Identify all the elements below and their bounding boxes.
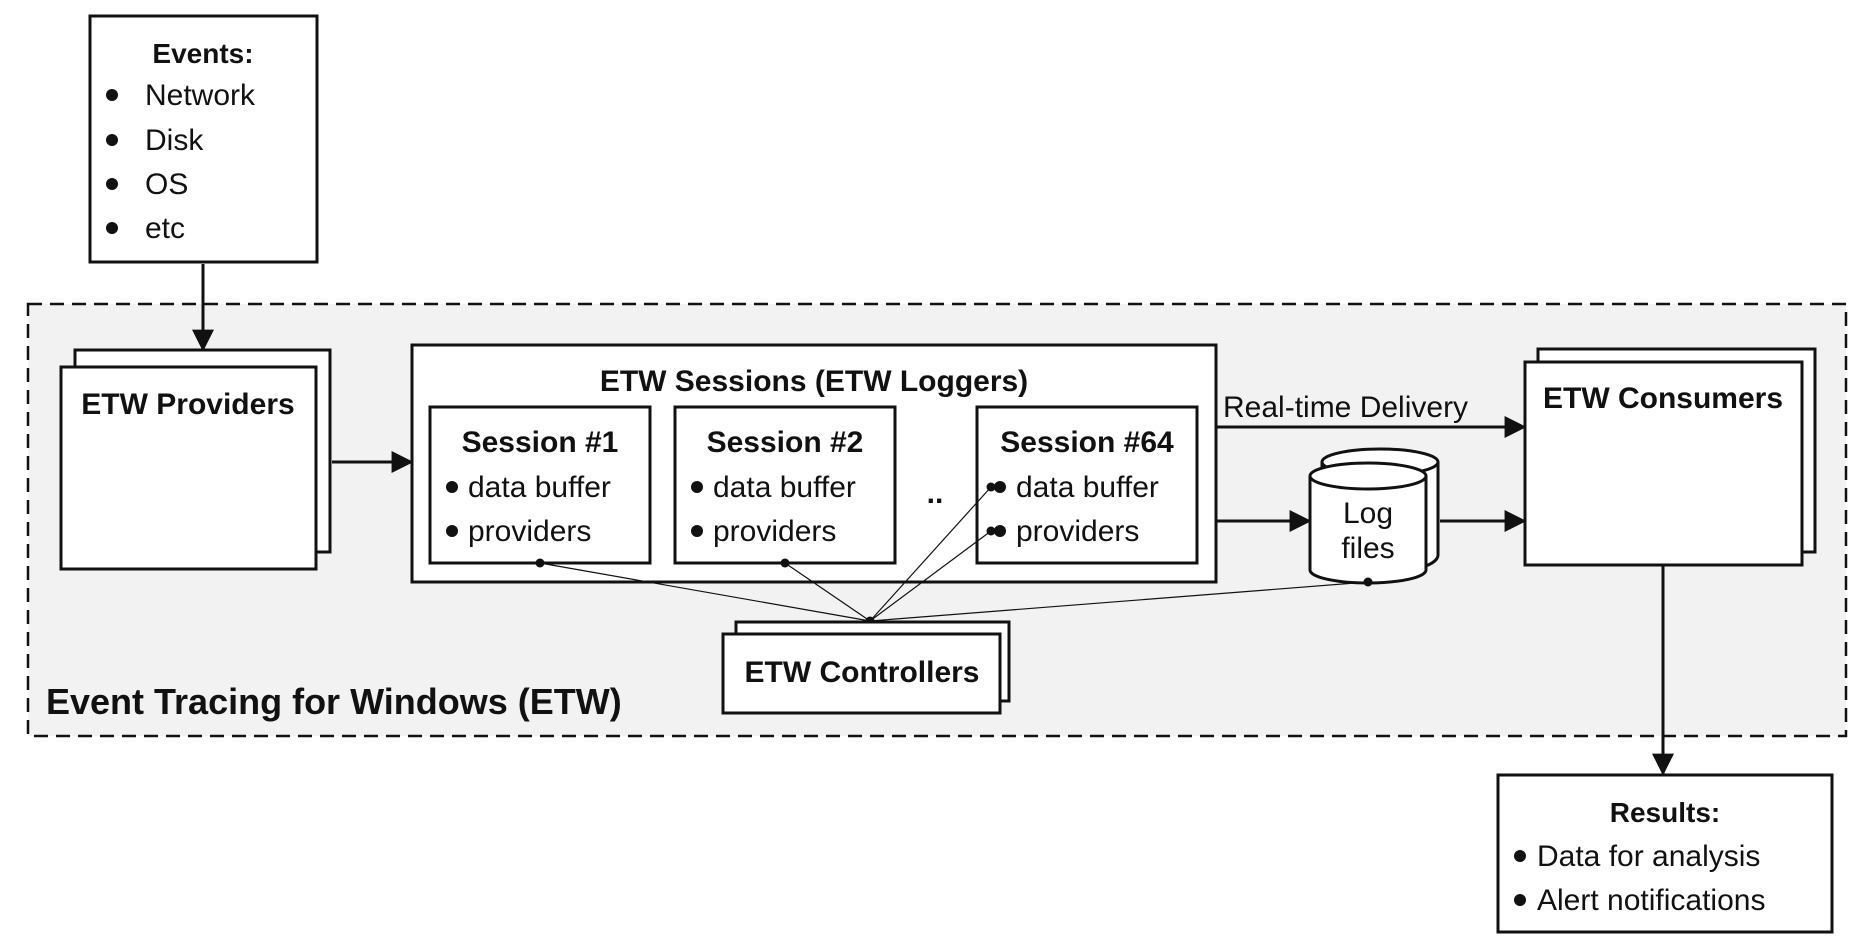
bullet-dot xyxy=(691,481,703,493)
bullet-dot xyxy=(106,222,118,234)
controller-to-session-2-line xyxy=(784,562,871,622)
session-64-box: Session #64 data buffer providers xyxy=(975,405,1199,565)
junction-dot xyxy=(986,526,996,536)
events-item-etc: etc xyxy=(145,212,185,245)
results-item-alert-notifications: Alert notifications xyxy=(1537,884,1765,917)
session-2-title: Session #2 xyxy=(707,426,864,459)
etw-providers-box: ETW Providers xyxy=(59,348,332,571)
session-2-box: Session #2 data buffer providers xyxy=(673,405,897,565)
etw-sessions-title: ETW Sessions (ETW Loggers) xyxy=(600,365,1028,398)
sessions-ellipsis: .. xyxy=(927,477,944,510)
etw-providers-label: ETW Providers xyxy=(81,388,294,421)
etw-region-label: Event Tracing for Windows (ETW) xyxy=(46,681,622,722)
events-item-os: OS xyxy=(145,168,188,201)
junction-dot xyxy=(986,482,996,492)
junction-dot xyxy=(1363,577,1373,587)
bullet-dot xyxy=(1514,850,1526,862)
controller-to-session-1-line xyxy=(539,562,871,622)
etw-consumers-label: ETW Consumers xyxy=(1543,382,1783,415)
log-files-label-line2: files xyxy=(1341,532,1394,565)
session-64-providers: providers xyxy=(1016,515,1139,548)
results-box: Results: Data for analysis Alert notific… xyxy=(1496,773,1834,934)
junction-dot xyxy=(780,558,790,568)
session-1-providers: providers xyxy=(468,515,591,548)
session-1-data-buffer: data buffer xyxy=(468,471,611,504)
log-files-storage: Log files xyxy=(1308,447,1440,585)
bullet-dot xyxy=(106,134,118,146)
realtime-delivery-label: Real-time Delivery xyxy=(1223,391,1468,424)
bullet-dot xyxy=(691,525,703,537)
session-2-data-buffer: data buffer xyxy=(713,471,856,504)
bullet-dot xyxy=(446,481,458,493)
bullet-dot xyxy=(106,89,118,101)
events-item-disk: Disk xyxy=(145,124,204,157)
events-title: Events: xyxy=(152,38,253,69)
events-box: Events: Network Disk OS etc xyxy=(88,14,319,264)
bullet-dot xyxy=(994,525,1006,537)
junction-dot xyxy=(535,558,545,568)
events-item-network: Network xyxy=(145,79,256,112)
results-title: Results: xyxy=(1610,797,1720,828)
controller-to-logfiles-line xyxy=(869,581,1369,622)
bullet-dot xyxy=(1514,894,1526,906)
controller-connections xyxy=(535,482,1373,626)
etw-consumers-box: ETW Consumers xyxy=(1523,347,1817,567)
bullet-dot xyxy=(446,525,458,537)
etw-sessions-box: ETW Sessions (ETW Loggers) Session #1 da… xyxy=(410,343,1218,584)
results-item-data-for-analysis: Data for analysis xyxy=(1537,840,1760,873)
session-2-providers: providers xyxy=(713,515,836,548)
session-1-title: Session #1 xyxy=(462,426,619,459)
bullet-dot xyxy=(106,178,118,190)
controller-to-session-64-providers-line xyxy=(869,530,992,622)
log-files-label-line1: Log xyxy=(1343,497,1393,530)
session-1-box: Session #1 data buffer providers xyxy=(428,405,652,565)
session-64-title: Session #64 xyxy=(1000,426,1174,459)
etw-controllers-box: ETW Controllers xyxy=(721,620,1011,715)
controller-to-session-64-buffer-line xyxy=(869,486,992,622)
bullet-dot xyxy=(994,481,1006,493)
etw-controllers-label: ETW Controllers xyxy=(744,656,979,689)
session-64-data-buffer: data buffer xyxy=(1016,471,1159,504)
